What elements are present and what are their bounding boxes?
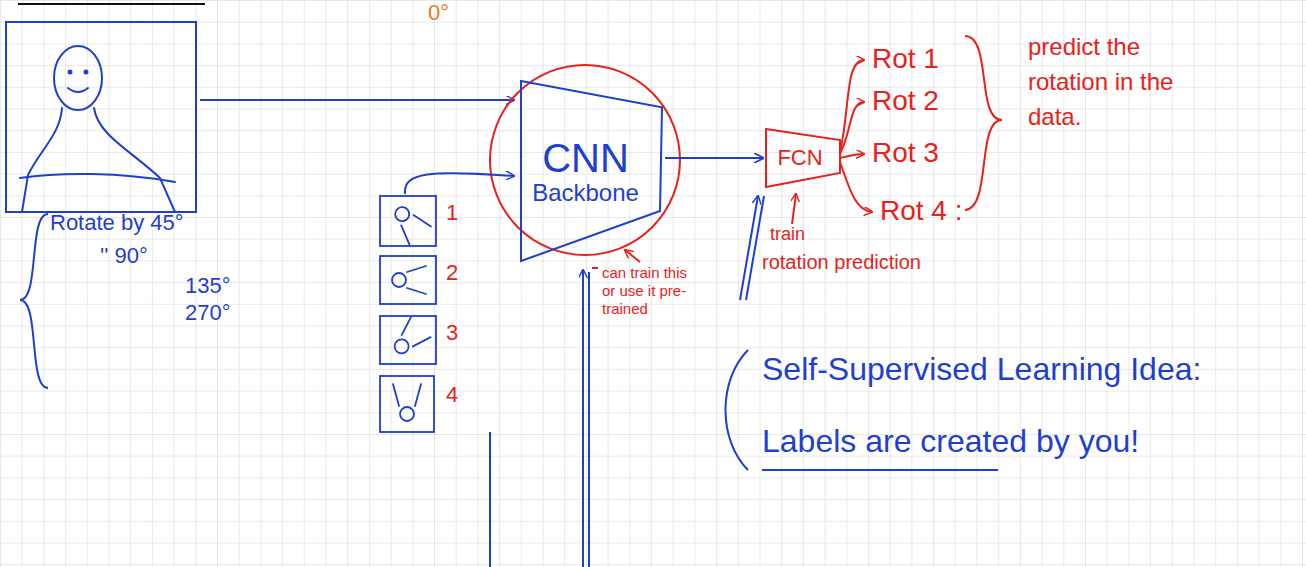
note-label: 270° xyxy=(185,300,231,326)
note-tick xyxy=(592,267,598,269)
node-text: CNN xyxy=(542,136,629,180)
output-arrows xyxy=(840,60,872,212)
train-arrow xyxy=(792,194,796,224)
note-label: 2 xyxy=(446,260,458,286)
brace xyxy=(965,36,1002,210)
note-label: Labels are created by you! xyxy=(762,422,1139,460)
note-label: Self-Supervised Learning Idea: xyxy=(762,350,1201,388)
feature-arrow xyxy=(665,157,763,159)
node-text: Backbone xyxy=(532,180,639,206)
blue-line xyxy=(489,432,491,567)
head-block: FCN xyxy=(765,128,841,188)
input-image xyxy=(6,22,196,212)
backbone-block: CNNBackbone xyxy=(520,80,663,262)
thumbnail-arrow xyxy=(405,173,514,194)
note-label: 135° xyxy=(185,273,231,299)
note-label: can train this or use it pre-trained xyxy=(602,264,702,318)
note-label: 3 xyxy=(446,320,458,346)
node-text: FCN xyxy=(777,146,822,170)
cut-line xyxy=(18,3,205,5)
train-arrow xyxy=(588,272,590,567)
note-label: Rot 4 : xyxy=(880,194,962,228)
note-label: Rotate by 45° xyxy=(50,210,184,236)
note-label: 1 xyxy=(446,200,458,226)
note-label: rotation prediction xyxy=(762,250,921,274)
note-label: 0° xyxy=(428,0,449,26)
rotated-thumbnails xyxy=(380,196,436,432)
note-arrow xyxy=(625,250,640,262)
train-arrow xyxy=(746,196,764,300)
underline xyxy=(762,469,998,471)
note-label: Rot 3 xyxy=(872,136,939,170)
train-arrow xyxy=(582,270,584,567)
note-label: 4 xyxy=(446,382,458,408)
note-label: predict the rotation in the data. xyxy=(1028,30,1178,134)
note-label: '' 90° xyxy=(100,243,148,269)
note-label: Rot 2 xyxy=(872,84,939,118)
note-label: Rot 1 xyxy=(872,42,939,76)
input-arrow xyxy=(200,99,514,101)
brace xyxy=(726,350,749,470)
brace xyxy=(20,214,48,388)
note-label: train xyxy=(770,224,805,246)
